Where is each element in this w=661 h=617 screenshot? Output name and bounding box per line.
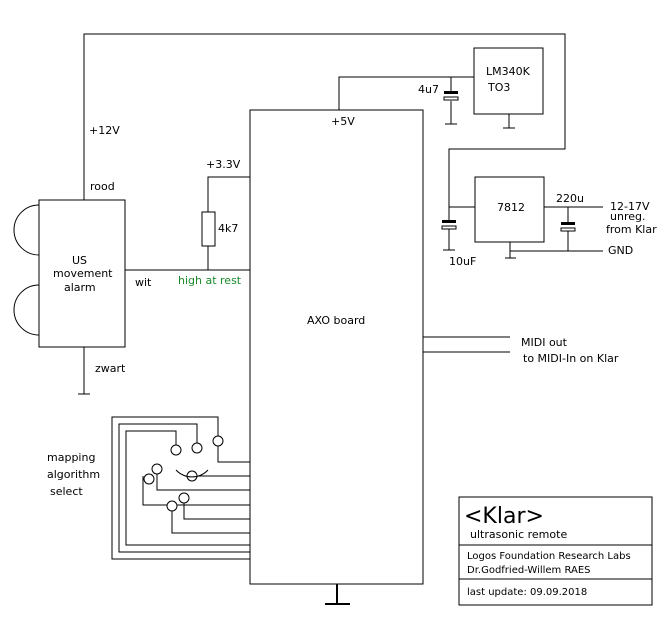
title-org: Logos Foundation Research Labs [467,551,631,562]
label-axo-board: AXO board [307,314,365,327]
label-high-at-rest: high at rest [178,274,242,287]
label-gnd: GND [608,244,633,257]
axo-board [249,109,424,585]
us-transducer-bottom [13,284,40,336]
title-block: <Klar> ultrasonic remote Logos Foundatio… [458,496,653,606]
label-rood: rood [90,180,115,193]
resistor-4k7 [201,211,216,247]
us-transducer-top [13,204,40,256]
label-4u7: 4u7 [418,83,439,96]
cap-4u7-plate [444,91,458,94]
label-zwart: zwart [95,362,126,375]
label-midi-in: to MIDI-In on Klar [523,352,619,365]
label-select: select [50,485,83,498]
label-us: US [72,254,87,267]
label-supply-1: 12-17V [610,200,650,213]
cap-10uf-gnd [443,229,455,251]
label-supply-2: unreg. [610,210,645,223]
axo-gnd [325,584,350,605]
label-midi-out: MIDI out [521,336,568,349]
label-algorithm: algorithm [47,468,100,481]
wire-lm340k-gnd [503,114,515,129]
label-12v: +12V [89,124,120,137]
label-10uf: 10uF [449,255,476,268]
label-alarm: alarm [64,281,96,294]
wire-3v3 [207,176,250,212]
title-update-date: 09.09.2018 [530,587,587,598]
label-supply-3: from Klar [606,223,657,236]
label-4k7: 4k7 [218,222,238,235]
us-sensor [38,199,126,348]
title-subtitle: ultrasonic remote [470,528,567,541]
label-5v: +5V [331,115,355,128]
label-3v3: +3.3V [206,158,241,171]
label-220u: 220u [556,192,584,205]
switch-wires [111,416,250,560]
cap-10uf-plate [442,220,456,223]
label-movement: movement [53,267,113,280]
label-wit: wit [135,276,152,289]
title-author: Dr.Godfried-Willem RAES [467,565,591,576]
label-to3: TO3 [487,81,510,94]
label-lm340k: LM340K [486,65,531,78]
title-update-label: last update: [467,587,527,598]
wire-gnd [505,231,603,259]
label-7812: 7812 [497,201,525,214]
wire-5v-out [338,76,474,110]
rotary-switch[interactable] [143,435,224,512]
cap-220u-plate2 [560,227,576,232]
wire-7812-out [448,206,475,220]
cap-4u7-plate2 [443,96,459,101]
wire-12v-top [83,33,566,220]
cap-10uf-plate2 [441,225,457,230]
cap-4u7 [445,77,457,125]
title-klar: <Klar> [464,504,544,529]
us-gnd [78,347,90,395]
cap-220u-plate [561,222,575,225]
label-mapping: mapping [47,451,95,464]
midi-lines [423,336,510,353]
wire-7812-in [544,206,569,222]
